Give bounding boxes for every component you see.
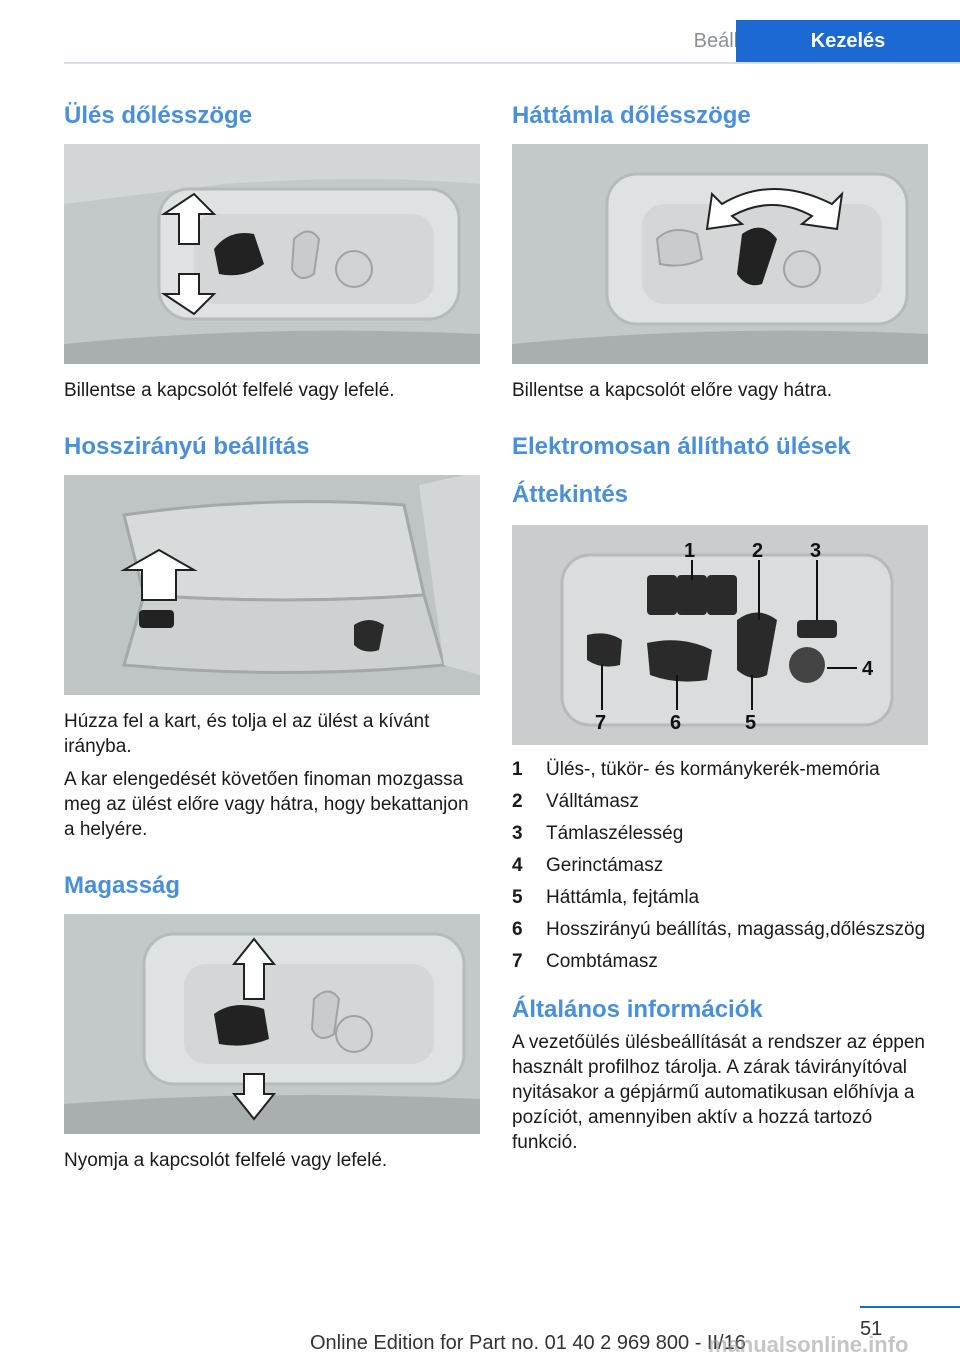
longitudinal-text-2: A kar elengedését követően finoman moz­g… bbox=[64, 769, 469, 840]
diagram-label-4: 4 bbox=[862, 658, 874, 680]
footer-rule bbox=[860, 1306, 960, 1308]
diagram-label-1: 1 bbox=[684, 540, 695, 562]
legend-text: Hosszirányú beállítás, magasság,dőlész­s… bbox=[546, 919, 926, 940]
legend-text: Combtámasz bbox=[546, 951, 658, 972]
section-title-longitudinal: Hosszirányú beállítás bbox=[64, 433, 310, 460]
seat-tilt-image bbox=[64, 144, 480, 364]
legend-item: 1 Ülés-, tükör- és kormánykerék-memória bbox=[512, 757, 928, 782]
controls-legend: 1 Ülés-, tükör- és kormánykerék-memória 2… bbox=[512, 757, 928, 974]
diagram-label-5: 5 bbox=[745, 712, 756, 734]
legend-item: 2 Válltámasz bbox=[512, 789, 928, 814]
diagram-label-7: 7 bbox=[595, 712, 606, 734]
longitudinal-text-1: Húzza fel a kart, és tolja el az ülést a… bbox=[64, 711, 430, 757]
legend-number: 7 bbox=[512, 951, 523, 972]
legend-text: Támlaszélesség bbox=[546, 823, 684, 844]
section-title-seat-tilt: Ülés dőlésszöge bbox=[64, 102, 253, 129]
tab-kezeles[interactable]: Kezelés bbox=[736, 20, 960, 62]
legend-text: Ülés-, tükör- és kormánykerék-memória bbox=[546, 759, 880, 780]
legend-number: 3 bbox=[512, 823, 523, 844]
seat-tilt-caption: Billentse a kapcsolót felfelé vagy lefel… bbox=[64, 380, 395, 401]
header-bar: Beállítás Kezelés bbox=[64, 20, 960, 64]
left-column: Ülés dőlésszöge Billentse a kapcsolót fe… bbox=[64, 98, 480, 1173]
height-image bbox=[64, 914, 480, 1134]
legend-item: 5 Háttámla, fejtámla bbox=[512, 885, 928, 910]
section-title-electric-seats: Elektromosan állítható ülések bbox=[512, 433, 851, 460]
legend-number: 5 bbox=[512, 887, 523, 908]
legend-number: 2 bbox=[512, 791, 523, 812]
legend-text: Gerinctámasz bbox=[546, 855, 664, 876]
height-caption: Nyomja a kapcsolót felfelé vagy lefelé. bbox=[64, 1150, 388, 1171]
general-info-text: A vezetőülés ülésbeállítását a rendszer … bbox=[512, 1032, 925, 1153]
page-footer: 51 Online Edition for Part no. 01 40 2 9… bbox=[0, 1300, 960, 1362]
legend-number: 6 bbox=[512, 919, 523, 940]
legend-text: Válltámasz bbox=[546, 791, 639, 812]
legend-number: 4 bbox=[512, 855, 523, 876]
section-subtitle-overview: Áttekintés bbox=[512, 481, 629, 508]
backrest-tilt-caption: Billentse a kapcsolót előre vagy hátra. bbox=[512, 380, 833, 401]
longitudinal-image bbox=[64, 475, 480, 695]
legend-item: 3 Támlaszélesség bbox=[512, 821, 928, 846]
backrest-tilt-image bbox=[512, 144, 928, 364]
edition-note: Online Edition for Part no. 01 40 2 969 … bbox=[310, 1332, 746, 1354]
page-number: 51 bbox=[860, 1318, 883, 1340]
section-title-backrest-tilt: Háttámla dőlésszöge bbox=[512, 102, 751, 129]
right-column: Háttámla dőlésszöge Billentse a kapcsoló… bbox=[512, 98, 928, 1155]
section-title-height: Magasság bbox=[64, 872, 181, 899]
legend-item: 7 Combtámasz bbox=[512, 949, 928, 974]
legend-item: 6 Hosszirányú beállítás, magasság,dőlész­… bbox=[512, 917, 928, 942]
diagram-label-3: 3 bbox=[810, 540, 821, 562]
diagram-label-6: 6 bbox=[670, 712, 681, 734]
watermark: manualsonline.info bbox=[708, 1332, 909, 1357]
section-title-general-info: Általános információk bbox=[512, 996, 763, 1023]
diagram-label-2: 2 bbox=[752, 540, 763, 562]
legend-item: 4 Gerinctámasz bbox=[512, 853, 928, 878]
seat-controls-diagram: 1 2 3 4 5 6 7 bbox=[512, 525, 928, 745]
legend-text: Háttámla, fejtámla bbox=[546, 887, 700, 908]
legend-number: 1 bbox=[512, 759, 523, 780]
